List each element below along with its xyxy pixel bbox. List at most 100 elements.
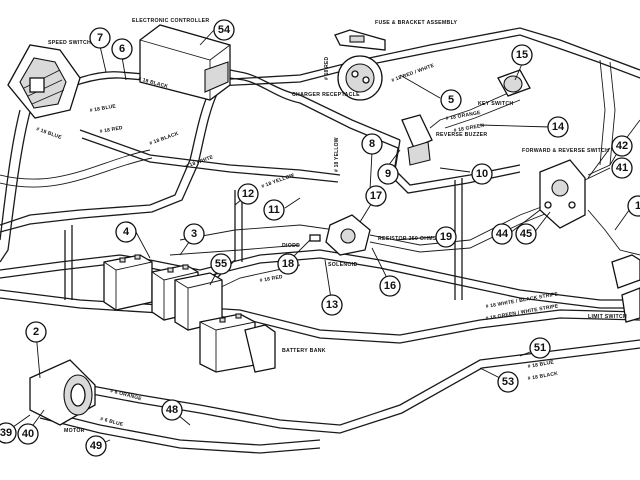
callout-1: 1 xyxy=(627,195,640,217)
callout-18: 18 xyxy=(277,253,299,275)
callout-7: 7 xyxy=(89,27,111,49)
motor: MOTOR xyxy=(29,359,96,434)
battery-bank: BATTERY BANK xyxy=(103,254,326,373)
callout-19: 19 xyxy=(435,226,457,248)
wire-label: # 18 BLACK xyxy=(149,131,180,147)
svg-text:10: 10 xyxy=(476,168,488,180)
svg-text:41: 41 xyxy=(616,162,628,174)
charger-receptacle: CHARGER RECEPTACLE xyxy=(292,55,383,101)
callouts: 7 6 54 5 15 14 8 9 10 42 41 12 11 17 4 3… xyxy=(0,19,640,457)
callout-53: 53 xyxy=(497,371,519,393)
svg-text:18: 18 xyxy=(282,258,294,270)
svg-text:4: 4 xyxy=(123,226,130,238)
callout-55: 55 xyxy=(210,253,232,275)
diode: DIODE xyxy=(282,234,321,249)
electronic-controller: ELECTRONIC CONTROLLER xyxy=(132,18,231,101)
svg-text:3: 3 xyxy=(191,228,197,240)
diode-label: DIODE xyxy=(282,243,300,249)
motor-label: MOTOR xyxy=(64,428,85,434)
callout-17: 17 xyxy=(365,185,387,207)
svg-text:12: 12 xyxy=(242,188,254,200)
svg-text:53: 53 xyxy=(502,376,514,388)
wire-label: # 18 GREEN xyxy=(453,123,485,134)
wire-label: # 18 BLUE xyxy=(89,103,117,114)
callout-9: 9 xyxy=(377,163,399,185)
callout-12: 12 xyxy=(237,183,259,205)
limit-switch-label: LIMIT SWITCH xyxy=(588,314,627,320)
callout-48: 48 xyxy=(161,399,183,421)
svg-text:2: 2 xyxy=(33,326,39,338)
svg-text:1: 1 xyxy=(635,200,640,212)
battery-5 xyxy=(244,324,276,373)
callout-15: 15 xyxy=(511,44,533,66)
callout-13: 13 xyxy=(321,294,343,316)
callout-16: 16 xyxy=(379,275,401,297)
svg-text:48: 48 xyxy=(166,404,178,416)
speed-switch-label: SPEED SWITCH xyxy=(48,40,91,46)
callout-2: 2 xyxy=(25,321,47,343)
speed-switch: SPEED SWITCH xyxy=(7,40,91,119)
svg-text:8: 8 xyxy=(369,138,375,150)
callout-41: 41 xyxy=(611,157,633,179)
fuse-bracket-label: FUSE & BRACKET ASSEMBLY xyxy=(375,20,458,26)
callout-44: 44 xyxy=(491,223,513,245)
callout-10: 10 xyxy=(471,163,493,185)
wire-label: # 18 BLUE xyxy=(35,126,62,141)
svg-text:6: 6 xyxy=(119,43,125,55)
callout-42: 42 xyxy=(611,135,633,157)
callout-4: 4 xyxy=(115,221,137,243)
callout-11: 11 xyxy=(263,199,285,221)
svg-text:11: 11 xyxy=(268,204,280,216)
callout-8: 8 xyxy=(361,133,383,155)
svg-text:9: 9 xyxy=(385,168,391,180)
svg-text:14: 14 xyxy=(552,121,565,133)
wire-label: # 18 YELLOW xyxy=(334,137,340,172)
battery-bank-label: BATTERY BANK xyxy=(282,348,326,354)
svg-text:44: 44 xyxy=(496,228,509,240)
svg-text:54: 54 xyxy=(218,24,231,36)
wire-label: # 18 BLUE xyxy=(527,359,555,370)
battery-1 xyxy=(103,254,153,311)
callout-39: 39 xyxy=(0,422,17,444)
reverse-buzzer-label: REVERSE BUZZER xyxy=(436,132,487,138)
wire-label: # 18 RED xyxy=(259,274,283,284)
svg-text:45: 45 xyxy=(520,228,532,240)
svg-text:49: 49 xyxy=(90,440,102,452)
callout-6: 6 xyxy=(111,38,133,60)
reverse-buzzer: REVERSE BUZZER xyxy=(401,114,487,166)
solenoid: SOLENOID xyxy=(325,214,371,268)
solenoid-label: SOLENOID xyxy=(328,262,358,268)
key-switch-label: KEY SWITCH xyxy=(478,101,513,107)
key-switch: KEY SWITCH xyxy=(478,69,531,107)
svg-text:40: 40 xyxy=(22,428,34,440)
svg-text:19: 19 xyxy=(440,231,452,243)
svg-text:51: 51 xyxy=(534,342,546,354)
wire-label: # 18 BLACK xyxy=(527,371,558,382)
forward-reverse-switch-label: FORWARD & REVERSE SWITCH xyxy=(522,148,609,154)
callout-54: 54 xyxy=(213,19,235,41)
callout-51: 51 xyxy=(529,337,551,359)
callout-14: 14 xyxy=(547,116,569,138)
wire-label: # 6 BLUE xyxy=(99,416,124,428)
wire-label: # 18 ORANGE xyxy=(445,110,481,122)
svg-text:39: 39 xyxy=(0,427,12,439)
battery-4 xyxy=(199,313,256,373)
callout-49: 49 xyxy=(85,435,107,457)
callout-45: 45 xyxy=(515,223,537,245)
electronic-controller-label: ELECTRONIC CONTROLLER xyxy=(132,18,209,24)
svg-text:16: 16 xyxy=(384,280,396,292)
svg-text:5: 5 xyxy=(448,94,454,106)
wire-label: # 18 RED / WHITE xyxy=(391,63,436,84)
svg-text:15: 15 xyxy=(516,49,528,61)
forward-reverse-switch: FORWARD & REVERSE SWITCH xyxy=(522,148,609,229)
callout-5: 5 xyxy=(440,89,462,111)
svg-text:55: 55 xyxy=(215,258,227,270)
callout-40: 40 xyxy=(17,423,39,445)
svg-text:42: 42 xyxy=(616,140,628,152)
wire-label: # 18 RED xyxy=(99,125,123,135)
limit-switch: LIMIT SWITCH xyxy=(588,254,640,323)
callout-3: 3 xyxy=(183,223,205,245)
charger-receptacle-label: CHARGER RECEPTACLE xyxy=(292,92,360,98)
svg-text:13: 13 xyxy=(326,299,338,311)
